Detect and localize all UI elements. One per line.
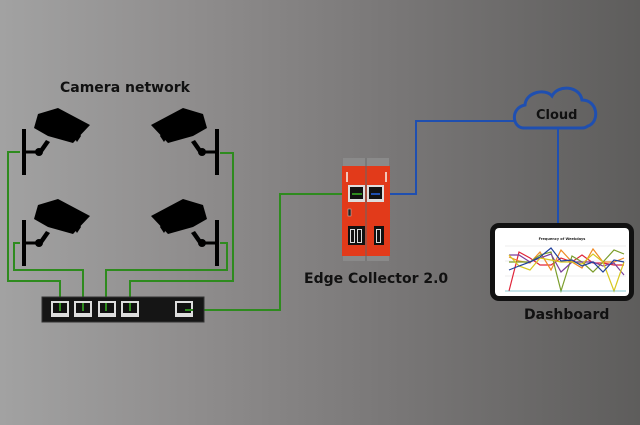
camera-bottom-left-icon <box>22 199 90 266</box>
camera-network-label: Camera network <box>60 80 190 96</box>
wire-switch-to-edge <box>185 193 358 311</box>
cloud-icon <box>512 86 598 130</box>
edge-collector-device <box>342 158 390 261</box>
dashboard-chart-title: Frequency of Weekdays <box>539 237 586 241</box>
lan-wires <box>7 151 358 311</box>
series-yellow <box>508 253 625 293</box>
series-blue <box>508 247 625 273</box>
switch-uplink-port <box>175 301 193 317</box>
wan-wires <box>378 120 559 226</box>
series-green <box>509 249 625 294</box>
dashboard-label: Dashboard <box>524 307 610 323</box>
dashboard-tablet: Frequency of Weekdays <box>490 223 634 301</box>
camera-bottom-right-icon <box>151 199 219 266</box>
wire-camera-bottom-left <box>13 242 84 305</box>
edge-usb-ports <box>348 226 384 245</box>
wire-edge-to-cloud <box>378 120 514 195</box>
chart-series <box>508 247 625 294</box>
wire-camera-bottom-right <box>105 242 228 305</box>
wire-camera-top-left <box>7 151 61 305</box>
cloud-label: Cloud <box>536 108 578 123</box>
edge-collector-label: Edge Collector 2.0 <box>304 271 449 287</box>
wire-camera-top-right <box>129 152 234 305</box>
network-switch <box>41 296 205 323</box>
camera-top-left-icon <box>22 108 90 175</box>
camera-top-right-icon <box>151 108 219 175</box>
